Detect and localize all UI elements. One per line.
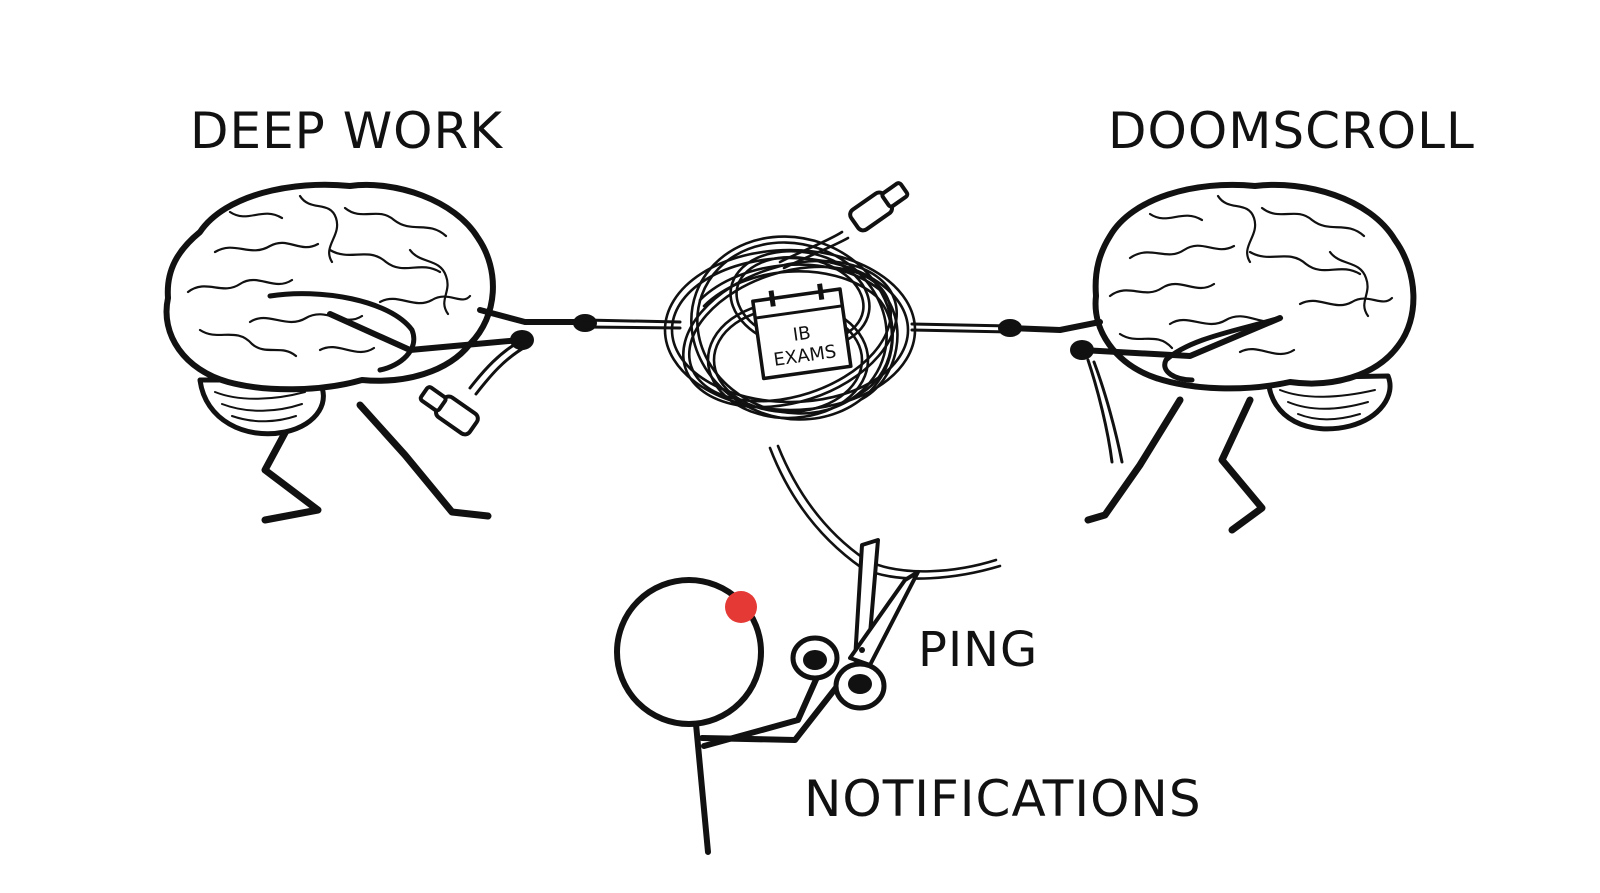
cable-knot-icon (663, 230, 1002, 580)
scissors-icon (790, 538, 920, 711)
ping-label: PING (918, 622, 1039, 678)
calendar-line-1: IB (792, 323, 812, 346)
usb-c-plug-icon (418, 385, 480, 437)
calendar-icon: IB EXAMS (751, 283, 853, 381)
right-brain-figure (998, 181, 1417, 534)
left-brain-figure (163, 181, 597, 524)
left-brain-arms (327, 307, 588, 353)
right-brain-hand (998, 319, 1022, 337)
doomscroll-label: DOOMSCROLL (1108, 102, 1475, 160)
brain-icon (163, 181, 496, 393)
notification-dot-icon (725, 591, 757, 623)
tug-cable (468, 318, 1124, 464)
usb-c-plug-icon (848, 181, 910, 233)
left-brain-cerebellum (197, 377, 326, 437)
right-brain-arms (1007, 315, 1283, 359)
stick-figure-icon (614, 577, 845, 855)
left-brain-legs (261, 401, 492, 524)
deep-work-label: DEEP WORK (190, 102, 504, 160)
right-brain-hand (1070, 340, 1094, 360)
notifications-label: NOTIFICATIONS (804, 770, 1202, 828)
right-brain-legs (1084, 396, 1266, 534)
left-brain-hand (573, 314, 597, 332)
brain-icon (1092, 181, 1417, 392)
right-brain-cerebellum (1265, 373, 1393, 432)
